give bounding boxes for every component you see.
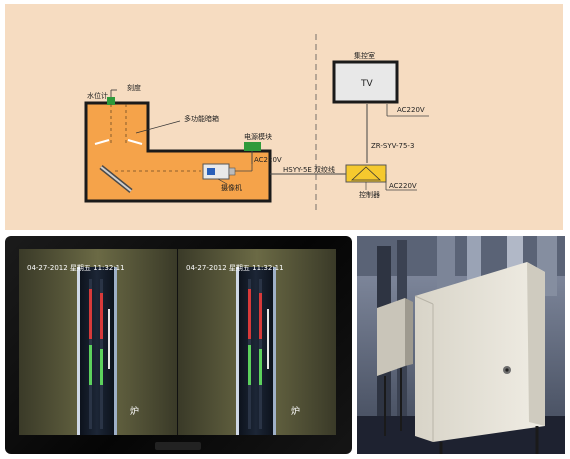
right-gauge [236, 267, 276, 435]
tv-ac-label: AC220V [397, 106, 425, 114]
controller-ac-label: AC220V [389, 182, 417, 190]
tv-label: TV [360, 79, 373, 89]
controller-label: 控制器 [359, 190, 380, 199]
camera-feed-svg: 04-27-2012 星期五 11:32:11 04-27-2012 星期五 1… [19, 249, 336, 435]
cabinet-small [377, 298, 413, 436]
monitor: 04-27-2012 星期五 11:32:11 04-27-2012 星期五 1… [5, 236, 352, 454]
right-channel-label: 炉 [291, 405, 300, 417]
monitor-screen: 04-27-2012 星期五 11:32:11 04-27-2012 星期五 1… [19, 249, 336, 435]
monitor-stand [155, 442, 201, 450]
left-timestamp: 04-27-2012 星期五 11:32:11 [27, 264, 125, 272]
left-channel-label: 炉 [130, 405, 139, 417]
camera-label: 摄像机 [221, 183, 242, 192]
controller-icon [345, 164, 387, 183]
left-gauge [77, 267, 117, 435]
periscope-label: 多功能暗箱 [184, 114, 219, 123]
water-gauge-marker [107, 97, 115, 105]
cabinet-photo [357, 236, 565, 454]
camera-icon [202, 163, 230, 180]
tv-icon [332, 60, 399, 104]
cabinet-photo-svg [357, 236, 565, 454]
power-module-label: 电源模块 [244, 132, 272, 141]
scale-label: 刻度 [127, 83, 141, 92]
power-module-icon [244, 142, 261, 151]
water-gauge-label: 水位计 [87, 91, 108, 100]
right-timestamp: 04-27-2012 星期五 11:32:11 [186, 264, 284, 272]
cabinet-large [414, 262, 545, 454]
camera-ac-label: AC220V [254, 156, 282, 164]
control-room-label: 集控室 [354, 51, 375, 60]
cable-label: HSYY-5E 双绞线 [283, 165, 335, 174]
periscope-box [84, 101, 272, 203]
schematic-panel: 水位计 刻度 多功能暗箱 电源模块 AC220V 摄像机 HSYY-5E 双绞线… [5, 4, 563, 230]
coax-label: ZR-SYV-75-3 [371, 142, 414, 150]
schematic-svg: 水位计 刻度 多功能暗箱 电源模块 AC220V 摄像机 HSYY-5E 双绞线… [84, 34, 429, 212]
